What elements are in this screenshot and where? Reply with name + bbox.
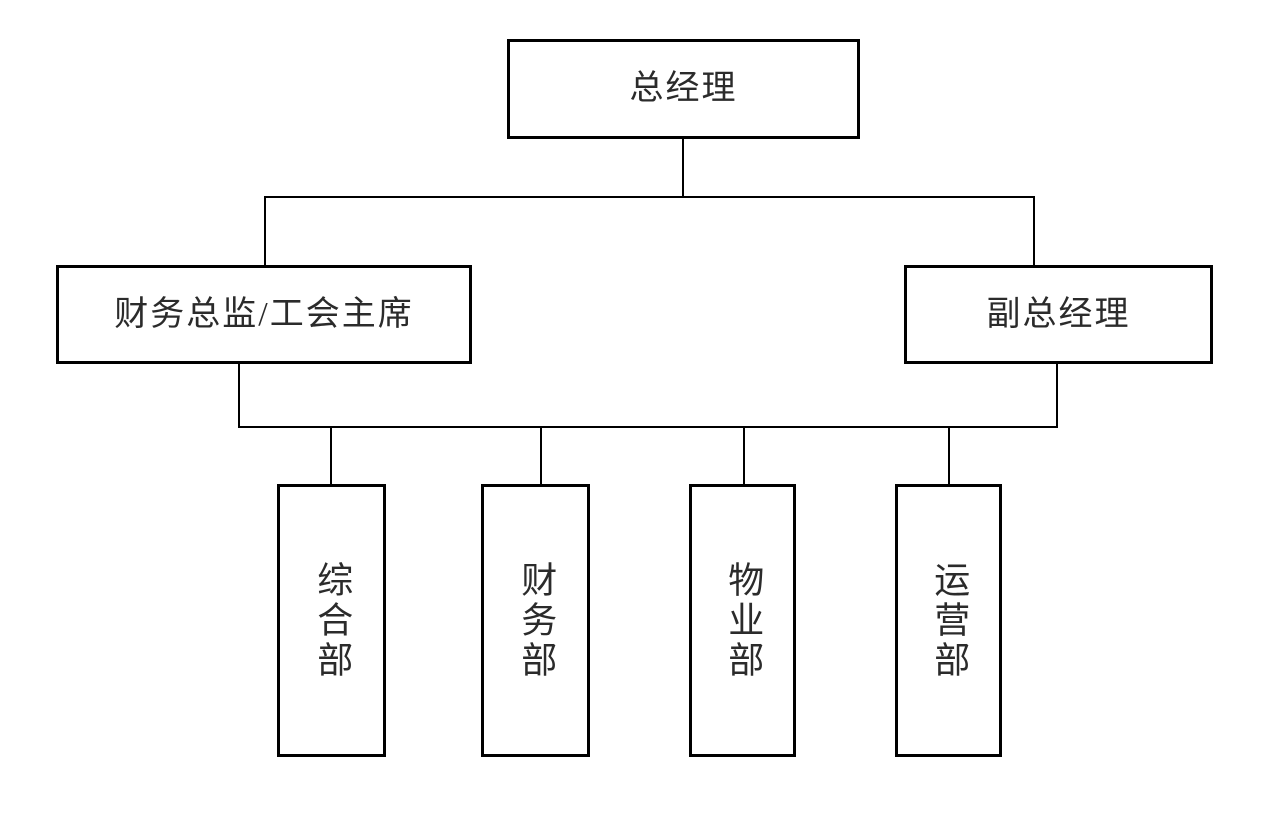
node-general-affairs-dept[interactable]: 综合部	[277, 484, 386, 757]
node-finance-dept[interactable]: 财务部	[481, 484, 590, 757]
node-cfo-union-chair-label: 财务总监/工会主席	[114, 295, 414, 333]
connector-level2-bus	[264, 196, 1035, 198]
node-operations-dept[interactable]: 运营部	[895, 484, 1002, 757]
node-general-manager-label: 总经理	[629, 70, 738, 108]
connector-drop-cfo	[264, 196, 266, 266]
connector-drop-operations	[948, 426, 950, 485]
node-property-dept[interactable]: 物业部	[689, 484, 796, 757]
node-operations-dept-label: 运营部	[929, 560, 970, 681]
connector-drop-deputy-gm	[1033, 196, 1035, 266]
connector-cfo-stem	[238, 364, 240, 428]
connector-gm-stem	[682, 139, 684, 198]
node-deputy-general-manager[interactable]: 副总经理	[904, 265, 1213, 364]
node-finance-dept-label: 财务部	[516, 560, 557, 681]
connector-drop-property	[743, 426, 745, 485]
connector-deputy-gm-stem	[1056, 364, 1058, 428]
node-general-manager[interactable]: 总经理	[507, 39, 860, 139]
node-cfo-union-chair[interactable]: 财务总监/工会主席	[56, 265, 472, 364]
connector-level3-bus	[238, 426, 1058, 428]
node-general-affairs-dept-label: 综合部	[312, 560, 353, 681]
connector-drop-general-affairs	[330, 426, 332, 485]
connector-drop-finance	[540, 426, 542, 485]
node-property-dept-label: 物业部	[723, 560, 764, 681]
node-deputy-general-manager-label: 副总经理	[986, 295, 1131, 333]
